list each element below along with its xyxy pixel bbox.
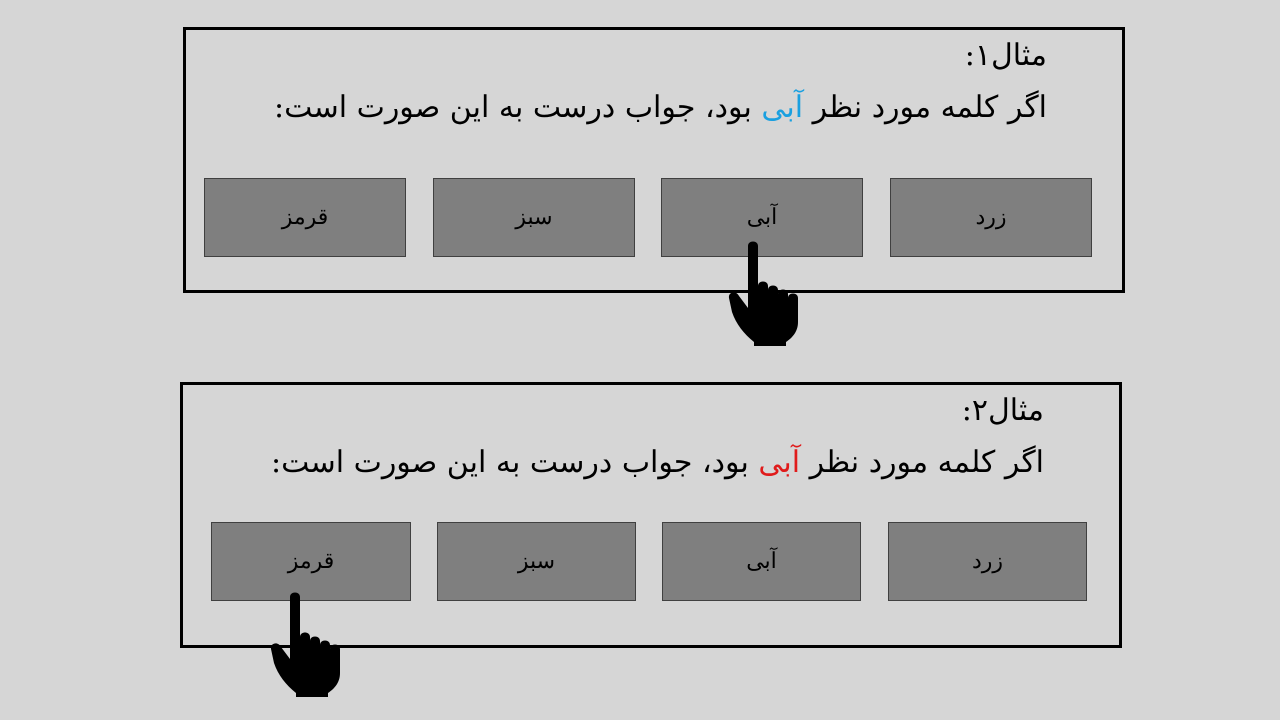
example-1-title: مثال۱: xyxy=(964,38,1047,73)
example-1-sentence-end: بود، جواب درست به این صورت است: xyxy=(274,90,762,125)
pointing-hand-icon xyxy=(728,241,798,346)
example-2-option-red[interactable]: قرمز xyxy=(211,522,411,601)
example-1-option-blue[interactable]: آبی xyxy=(661,178,863,257)
example-1-option-green[interactable]: سبز xyxy=(433,178,635,257)
example-2-sentence-start: اگر کلمه مورد نظر xyxy=(800,445,1044,480)
example-2-option-yellow[interactable]: زرد xyxy=(888,522,1087,601)
example-1-sentence: اگر کلمه مورد نظر آبی بود، جواب درست به … xyxy=(274,90,1047,125)
example-1-option-red[interactable]: قرمز xyxy=(204,178,406,257)
example-1-highlight-word: آبی xyxy=(761,90,804,125)
example-2-option-green[interactable]: سبز xyxy=(437,522,636,601)
example-2-highlight-word: آبی xyxy=(758,445,801,480)
pointing-hand-icon xyxy=(270,592,340,697)
example-2-title: مثال۲: xyxy=(961,393,1044,428)
example-2-option-blue[interactable]: آبی xyxy=(662,522,861,601)
example-2-sentence: اگر کلمه مورد نظر آبی بود، جواب درست به … xyxy=(271,445,1044,480)
example-1-sentence-start: اگر کلمه مورد نظر xyxy=(803,90,1047,125)
example-2-box: مثال۲: اگر کلمه مورد نظر آبی بود، جواب د… xyxy=(180,382,1122,648)
example-1-option-yellow[interactable]: زرد xyxy=(890,178,1092,257)
example-2-sentence-end: بود، جواب درست به این صورت است: xyxy=(271,445,759,480)
example-1-box: مثال۱: اگر کلمه مورد نظر آبی بود، جواب د… xyxy=(183,27,1125,293)
